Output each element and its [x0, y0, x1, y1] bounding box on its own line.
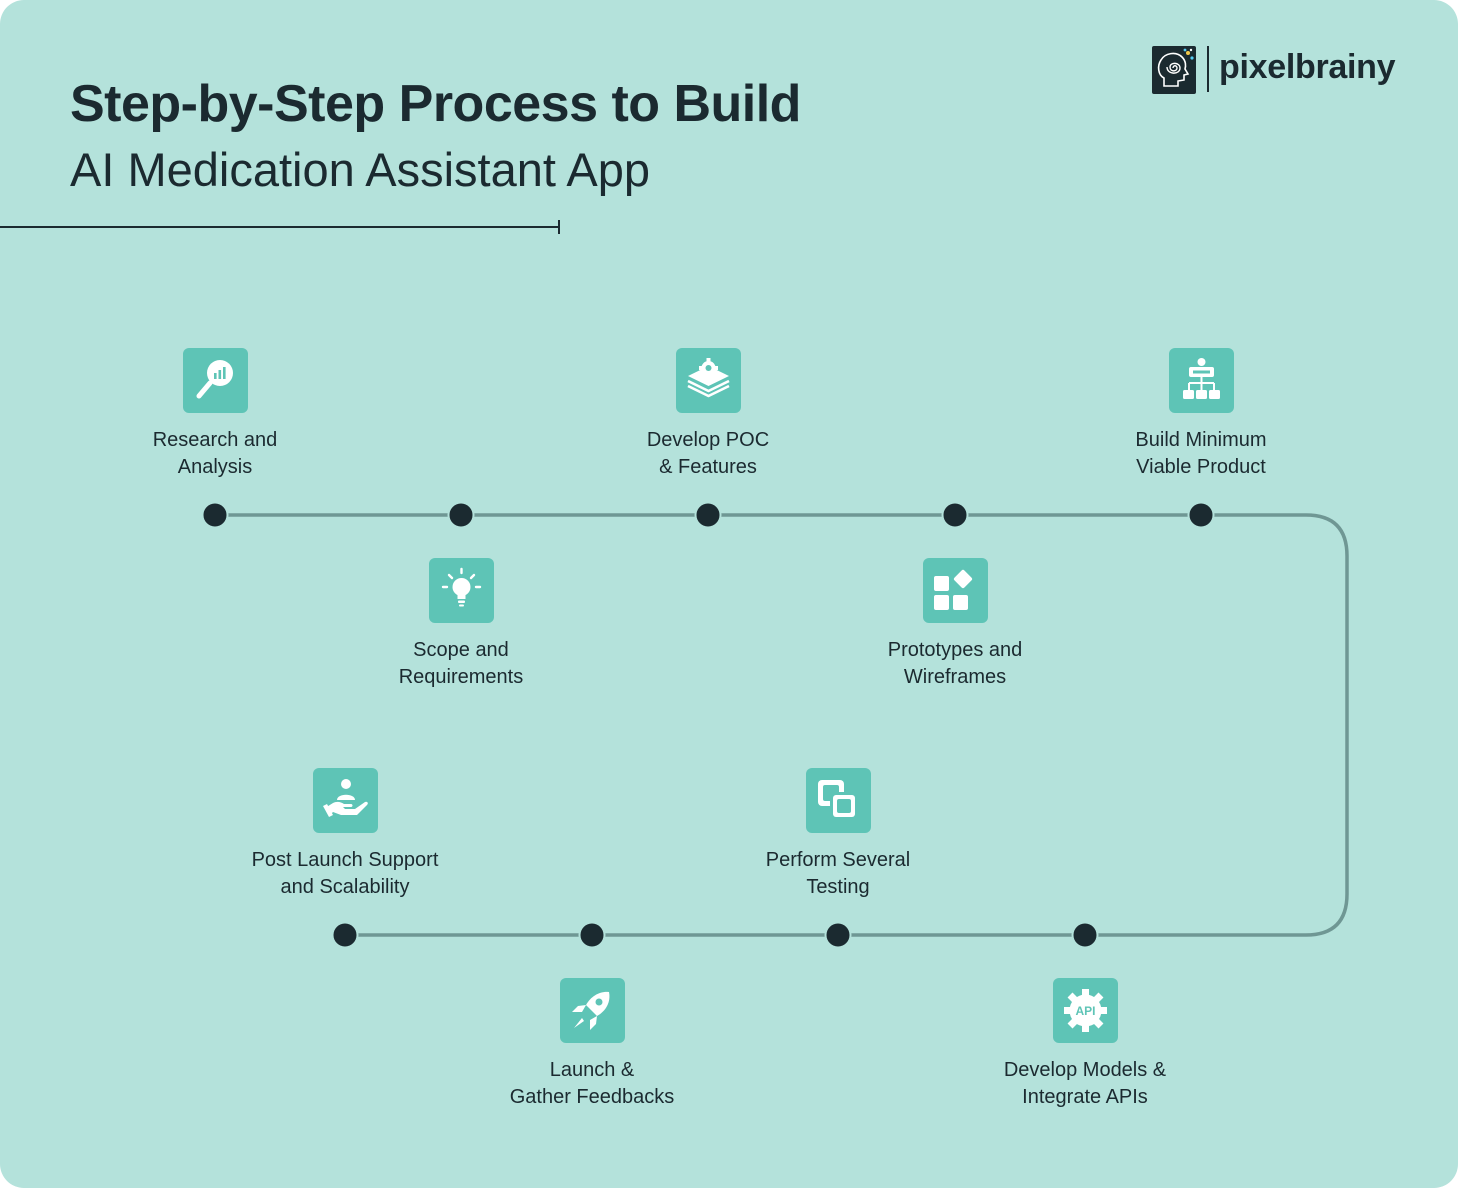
hand-support-icon [323, 779, 368, 817]
step-6-label-line2: Integrate APIs [1022, 1086, 1148, 1108]
step-1-label: Research and Analysis [85, 427, 345, 481]
brand-name: pixelbrainy [1219, 48, 1396, 86]
magnifier-chart-icon [196, 360, 233, 399]
step-1-label-line2: Analysis [177, 456, 253, 478]
step-3-icon-tile [676, 348, 741, 413]
step-6-icon-tile: API [1053, 978, 1118, 1043]
brand-logo: pixelbrainy [1152, 44, 1412, 96]
step-5-label-line2: Viable Product [1136, 456, 1266, 478]
rocket-icon [572, 991, 610, 1030]
process-connector-line [215, 513, 1349, 937]
step-6-label-line1: Develop Models & [1003, 1059, 1167, 1081]
step-2-icon-tile [429, 558, 494, 623]
title-underline [0, 220, 560, 234]
step-2-label: Scope and Requirements [331, 637, 591, 691]
logo-divider [1207, 46, 1209, 92]
brain-head-icon [1152, 46, 1196, 94]
step-4-label-line2: Wireframes [903, 666, 1007, 688]
step-4-node [941, 501, 969, 529]
step-1-icon-tile [183, 348, 248, 413]
page-title: Step-by-Step Process to Build [70, 75, 801, 133]
step-3-label-line2: & Features [659, 456, 757, 478]
step-8-label-line2: Gather Feedbacks [509, 1086, 675, 1108]
step-9-label: Post Launch Support and Scalability [215, 847, 475, 901]
step-1-label-line1: Research and [152, 429, 278, 451]
step-9-node [331, 921, 359, 949]
step-2-label-line2: Requirements [398, 666, 524, 688]
step-4-label: Prototypes and Wireframes [825, 637, 1085, 691]
step-8-node [578, 921, 606, 949]
step-9-icon-tile [313, 768, 378, 833]
step-3-label: Develop POC & Features [578, 427, 838, 481]
mvp-hierarchy-icon [1183, 358, 1220, 399]
step-2-node [447, 501, 475, 529]
step-7-label-line2: Testing [806, 876, 870, 898]
lightbulb-icon [441, 567, 482, 607]
step-8-icon-tile [560, 978, 625, 1043]
step-5-node [1187, 501, 1215, 529]
step-4-label-line1: Prototypes and [887, 639, 1023, 661]
step-2-label-line1: Scope and [413, 639, 509, 661]
step-7-icon-tile [806, 768, 871, 833]
step-1-node [201, 501, 229, 529]
svg-text:API: API [1075, 1004, 1095, 1018]
blocks-icon [934, 569, 973, 610]
step-5-icon-tile [1169, 348, 1234, 413]
step-5-label: Build Minimum Viable Product [1071, 427, 1331, 481]
step-5-label-line1: Build Minimum [1135, 429, 1267, 451]
step-6-label: Develop Models & Integrate APIs [955, 1057, 1215, 1111]
api-gear-icon: API [1064, 989, 1107, 1032]
step-8-label-line1: Launch & [549, 1059, 635, 1081]
step-9-label-line2: and Scalability [280, 876, 410, 898]
overlapping-squares-icon [818, 780, 858, 820]
step-7-node [824, 921, 852, 949]
step-6-node [1071, 921, 1099, 949]
page-subtitle: AI Medication Assistant App [70, 143, 650, 196]
step-3-node [694, 501, 722, 529]
step-9-label-line1: Post Launch Support [251, 849, 439, 871]
step-7-label: Perform Several Testing [708, 847, 968, 901]
step-4-icon-tile [923, 558, 988, 623]
step-3-label-line1: Develop POC [646, 429, 770, 451]
step-7-label-line1: Perform Several [765, 849, 911, 871]
gear-layers-icon [687, 358, 730, 398]
step-8-label: Launch & Gather Feedbacks [462, 1057, 722, 1111]
